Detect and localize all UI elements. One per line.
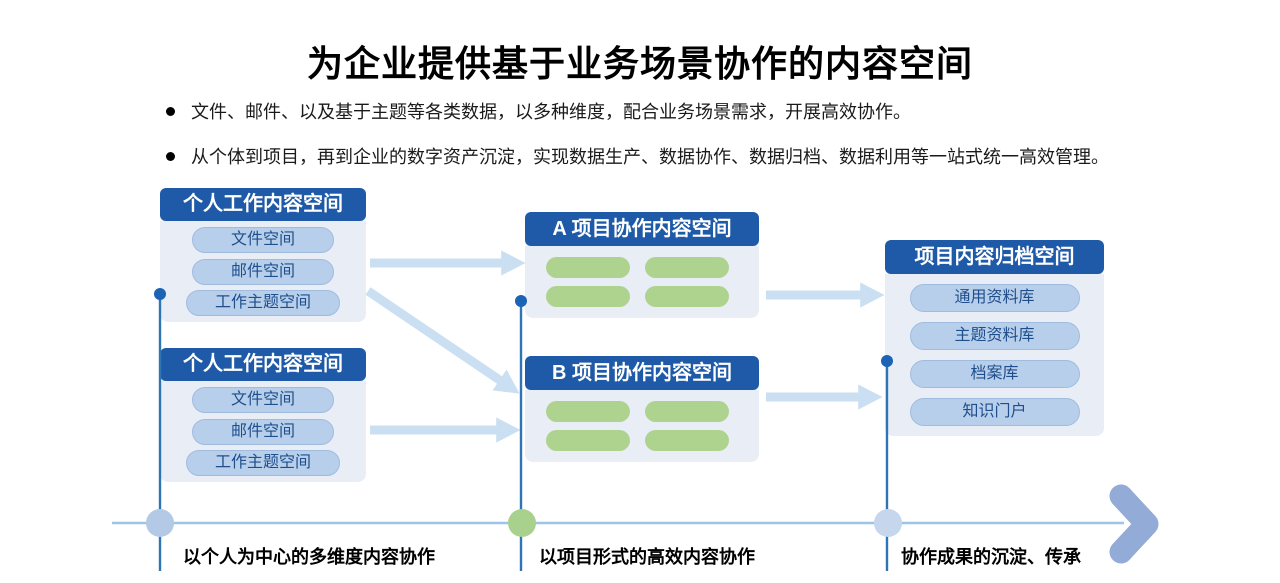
phase-label-personal: 以个人为中心的多维度内容协作 (183, 547, 435, 567)
bullet-text-2: 从个体到项目，再到企业的数字资产沉淀，实现数据生产、数据协作、数据归档、数据利用… (191, 147, 1109, 167)
personal-space-2-header: 个人工作内容空间 (160, 348, 366, 381)
personal-space-2-body: 文件空间 邮件空间 工作主题空间 (160, 381, 366, 482)
personal-space-1-body: 文件空间 邮件空间 工作主题空间 (160, 221, 366, 322)
bullet-item-2: 从个体到项目，再到企业的数字资产沉淀，实现数据生产、数据协作、数据归档、数据利用… (166, 143, 1109, 169)
archive-space-body: 通用资料库 主题资料库 档案库 知识门户 (885, 274, 1104, 436)
chevron-right-icon (1109, 484, 1159, 564)
pill-work-topic-space: 工作主题空间 (186, 450, 340, 477)
bullet-item-1: 文件、邮件、以及基于主题等各类数据，以多种维度，配合业务场景需求，开展高效协作。 (166, 98, 1109, 124)
page-title: 为企业提供基于业务场景协作的内容空间 (306, 43, 973, 85)
personal-space-box-2: 个人工作内容空间 文件空间 邮件空间 工作主题空间 (160, 348, 366, 482)
timeline-dot (146, 509, 174, 537)
timeline-dot (874, 509, 902, 537)
bullet-dot-icon (166, 151, 175, 161)
arrow-diagonal-icon (365, 287, 520, 394)
phase-label-archive: 协作成果的沉淀、传承 (901, 547, 1081, 567)
project-space-a-header: A 项目协作内容空间 (525, 212, 759, 246)
placeholder-pill (645, 401, 729, 422)
pill-mail-space: 邮件空间 (192, 258, 334, 285)
pill-topic-library: 主题资料库 (909, 322, 1080, 350)
pill-archive-library: 档案库 (909, 360, 1080, 388)
project-space-b-box: B 项目协作内容空间 (525, 356, 759, 462)
project-space-a-body (525, 246, 759, 318)
pill-general-library: 通用资料库 (909, 284, 1080, 312)
pill-file-space: 文件空间 (192, 226, 334, 253)
bullet-text-1: 文件、邮件、以及基于主题等各类数据，以多种维度，配合业务场景需求，开展高效协作。 (191, 102, 911, 122)
timeline-dot (508, 509, 536, 537)
archive-space-header: 项目内容归档空间 (885, 240, 1104, 274)
bullet-dot-icon (166, 106, 175, 116)
phase-label-project: 以项目形式的高效内容协作 (539, 547, 755, 567)
placeholder-pill (546, 286, 630, 307)
placeholder-pill (645, 286, 729, 307)
placeholder-pill (546, 257, 630, 278)
project-space-a-box: A 项目协作内容空间 (525, 212, 759, 318)
pill-knowledge-portal: 知识门户 (909, 398, 1080, 426)
bullet-list: 文件、邮件、以及基于主题等各类数据，以多种维度，配合业务场景需求，开展高效协作。… (166, 98, 1109, 188)
placeholder-pill (645, 257, 729, 278)
placeholder-pill (546, 401, 630, 422)
placeholder-pill (645, 430, 729, 451)
personal-space-box-1: 个人工作内容空间 文件空间 邮件空间 工作主题空间 (160, 188, 366, 322)
pill-file-space: 文件空间 (192, 386, 334, 413)
pill-work-topic-space: 工作主题空间 (186, 290, 340, 317)
pill-mail-space: 邮件空间 (192, 418, 334, 445)
archive-space-box: 项目内容归档空间 通用资料库 主题资料库 档案库 知识门户 (885, 240, 1104, 436)
project-space-b-body (525, 390, 759, 462)
personal-space-1-header: 个人工作内容空间 (160, 188, 366, 221)
project-space-b-header: B 项目协作内容空间 (525, 356, 759, 390)
placeholder-pill (546, 430, 630, 451)
